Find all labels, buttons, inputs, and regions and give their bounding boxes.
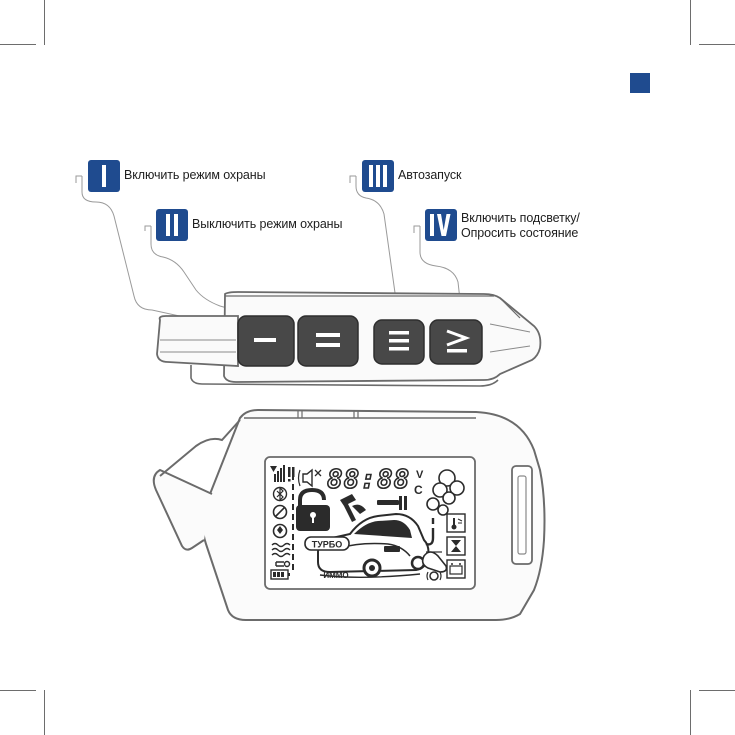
callout-4-text: Включить подсветку/ Опросить состояние (461, 211, 580, 241)
heater-icon (271, 542, 291, 558)
engine-icon (272, 523, 288, 539)
fob-side-view (156, 291, 542, 387)
key-icon (275, 560, 291, 568)
crop-mark-right-top (699, 44, 735, 45)
battery-icon (270, 569, 290, 580)
button-2-icon (316, 333, 340, 337)
numeral-1-icon (102, 165, 106, 187)
callout-1: Включить режим охраны (88, 160, 266, 192)
button-3[interactable] (373, 319, 425, 365)
speaker-icon (297, 468, 322, 488)
button-2[interactable] (297, 315, 359, 367)
shock-icon (340, 494, 407, 522)
numeral-3-icon (369, 165, 387, 187)
numeral-badge-4 (425, 209, 457, 241)
padlock-icon (296, 487, 330, 531)
button-4-icon (446, 329, 471, 347)
callout-4-line-1: Включить подсветку/ (461, 211, 580, 225)
button-4[interactable] (429, 319, 483, 365)
fob-front-view: 88:88 V C (152, 408, 546, 621)
leader-line-1 (75, 175, 263, 335)
callout-4-line-2: Опросить состояние (461, 226, 579, 240)
crop-mark-left-top (0, 44, 36, 45)
hand-icon (421, 551, 448, 573)
numeral-badge-3 (362, 160, 394, 192)
numeral-2-icon (166, 214, 178, 236)
callout-2: Выключить режим охраны (156, 209, 342, 241)
crop-mark-top-right (690, 0, 691, 45)
crop-mark-top-left (44, 0, 45, 45)
button-3-icon (389, 331, 409, 335)
leader-lines (75, 175, 471, 337)
callout-1-text: Включить режим охраны (124, 168, 266, 183)
brake-icon (426, 571, 442, 581)
button-1-icon (254, 338, 276, 342)
turbo-label: ТУРБО (312, 540, 343, 550)
alert-mark (288, 467, 295, 482)
unit-v: V (416, 469, 424, 481)
crop-mark-right-bottom (699, 690, 735, 691)
hourglass-icon (446, 536, 466, 556)
numeral-4-icon (430, 214, 451, 236)
crop-mark-bottom-left (44, 690, 45, 735)
callout-1-line-1: Включить режим охраны (124, 168, 266, 182)
callout-3: Автозапуск (362, 160, 461, 192)
callout-2-text: Выключить режим охраны (192, 217, 342, 232)
callout-4: Включить подсветку/ Опросить состояние (425, 209, 580, 241)
unit-c: C (414, 483, 423, 497)
lcd-screen: 88:88 V C (264, 456, 476, 590)
crop-mark-left-bottom (0, 690, 36, 691)
battery-alert-icon (446, 559, 466, 579)
no-start-icon (272, 504, 288, 520)
section-marker (630, 73, 650, 93)
numeral-badge-1 (88, 160, 120, 192)
callout-2-line-1: Выключить режим охраны (192, 217, 343, 231)
callout-3-line-1: Автозапуск (398, 168, 462, 182)
smoke-icon (426, 469, 465, 516)
clock-readout: 88:88 (327, 465, 410, 495)
immo-label: ИММО (323, 571, 348, 580)
thermometer-icon (446, 513, 466, 533)
numeral-badge-2 (156, 209, 188, 241)
hook-icon (425, 518, 435, 546)
bluetooth-icon (272, 486, 288, 502)
button-1[interactable] (237, 315, 295, 367)
callout-3-text: Автозапуск (398, 168, 461, 183)
leader-line-2 (144, 225, 321, 335)
crop-mark-bottom-right (690, 690, 691, 735)
signal-icon (270, 465, 285, 482)
car-icon (317, 512, 430, 578)
turbo-badge: ТУРБО (304, 536, 350, 551)
